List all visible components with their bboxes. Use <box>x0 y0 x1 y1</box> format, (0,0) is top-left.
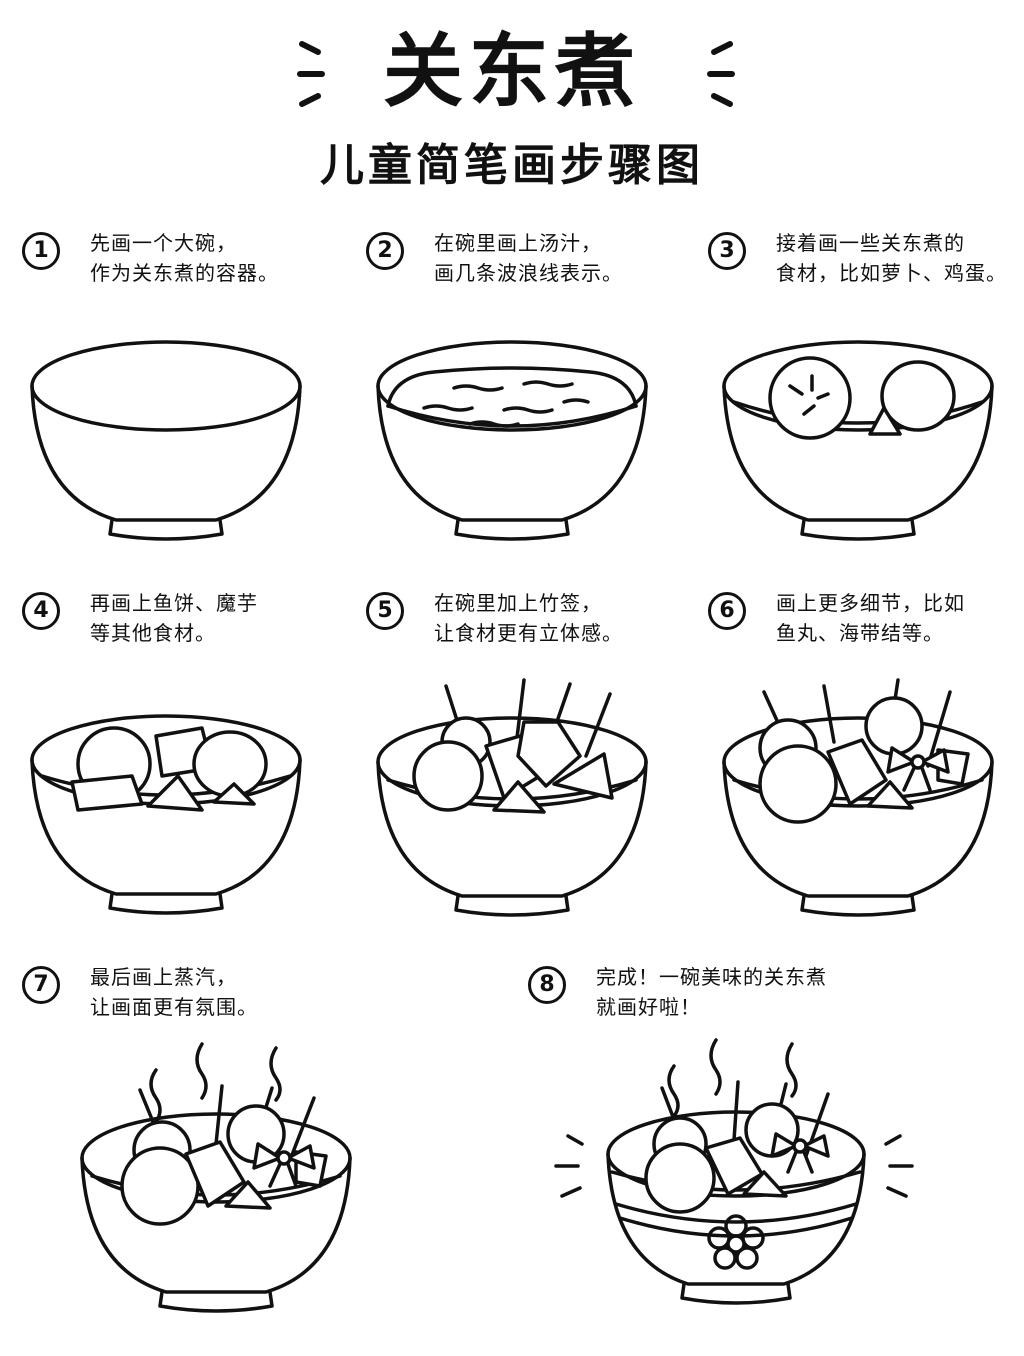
soup-waves-icon <box>422 380 590 428</box>
sparkle-left-icon <box>554 1134 584 1198</box>
step-number: 4 <box>22 592 60 630</box>
step-text-line-1: 在碗里加上竹签， <box>434 591 602 615</box>
step-number: 6 <box>708 592 746 630</box>
step-text-line-2: 等其他食材。 <box>90 621 216 645</box>
step-text-line-2: 作为关东煮的容器。 <box>90 261 279 285</box>
step-text-line-2: 让画面更有氛围。 <box>90 995 258 1019</box>
bowl-drawing-step-7 <box>80 1042 352 1313</box>
step-text-line-1: 最后画上蒸汽， <box>90 965 237 989</box>
step-text-line-2: 就画好啦！ <box>596 995 701 1019</box>
step-text-line-2: 食材，比如萝卜、鸡蛋。 <box>776 261 1007 285</box>
step-text-line-1: 画上更多细节，比如 <box>776 591 965 615</box>
step-text-line-1: 再画上鱼饼、魔芋 <box>90 591 258 615</box>
title-left-decoration-icon <box>297 41 325 107</box>
bowl-drawing-step-1 <box>30 340 302 541</box>
step-text-line-2: 画几条波浪线表示。 <box>434 261 623 285</box>
bowl-drawing-step-2 <box>376 340 648 541</box>
step-number: 2 <box>366 232 404 270</box>
steam-lines-icon <box>667 1038 798 1118</box>
step-number: 3 <box>708 232 746 270</box>
step-number: 8 <box>528 966 566 1004</box>
step-text-line-2: 让食材更有立体感。 <box>434 621 623 645</box>
title-right-decoration-icon <box>707 41 735 107</box>
step-text-line-1: 完成！一碗美味的关东煮 <box>596 965 827 989</box>
sparkle-right-icon <box>884 1134 914 1198</box>
page-title: 关东煮 <box>383 25 641 118</box>
step-number: 1 <box>22 232 60 270</box>
kelp-knot-icon <box>886 746 950 792</box>
step-text-line-1: 接着画一些关东煮的 <box>776 231 965 255</box>
step-text-line-1: 在碗里画上汤汁， <box>434 231 602 255</box>
bowl-drawing-step-3 <box>722 340 994 541</box>
bowl-drawing-step-8 <box>554 1038 914 1305</box>
step-text-line-2: 鱼丸、海带结等。 <box>776 621 944 645</box>
step-number: 5 <box>366 592 404 630</box>
step-number: 7 <box>22 966 60 1004</box>
bowl-drawing-step-4 <box>30 714 302 915</box>
page-subtitle: 儿童简笔画步骤图 <box>320 140 704 191</box>
bowl-drawing-step-6 <box>722 678 994 917</box>
steam-lines-icon <box>149 1042 282 1124</box>
bowl-drawing-step-5 <box>376 678 648 917</box>
step-text-line-1: 先画一个大碗， <box>90 231 237 255</box>
flower-decoration-icon <box>707 1214 765 1270</box>
